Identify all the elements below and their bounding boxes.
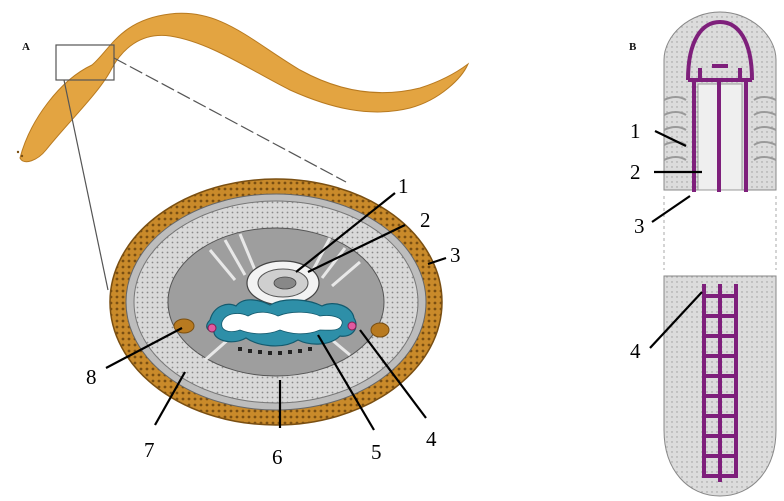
pink-cell-right xyxy=(348,322,356,330)
label-b-3: 3 xyxy=(634,214,645,238)
panel-a-letter: A xyxy=(22,41,30,53)
label-a-5: 5 xyxy=(371,440,382,464)
label-b-4: 4 xyxy=(630,339,641,363)
label-a-3: 3 xyxy=(450,243,461,267)
panel-a: A xyxy=(17,13,468,469)
pink-cell-left xyxy=(208,324,216,332)
zoom-line-left xyxy=(64,80,108,290)
label-b-1: 1 xyxy=(630,119,641,143)
cross-section xyxy=(110,179,442,425)
label-a-6: 6 xyxy=(272,445,283,469)
label-a-7: 7 xyxy=(144,438,155,462)
anterior-portion xyxy=(664,12,776,192)
label-a-4: 4 xyxy=(426,427,437,451)
label-a-8: 8 xyxy=(86,365,97,389)
posterior-portion xyxy=(664,276,776,496)
panel-b: B xyxy=(629,12,776,496)
label-a-1: 1 xyxy=(398,174,409,198)
worm-whole-body xyxy=(17,13,468,161)
lateral-canal-right xyxy=(371,323,389,337)
panel-b-letter: B xyxy=(629,41,637,53)
label-b-2: 2 xyxy=(630,160,641,184)
label-a-2: 2 xyxy=(420,208,431,232)
